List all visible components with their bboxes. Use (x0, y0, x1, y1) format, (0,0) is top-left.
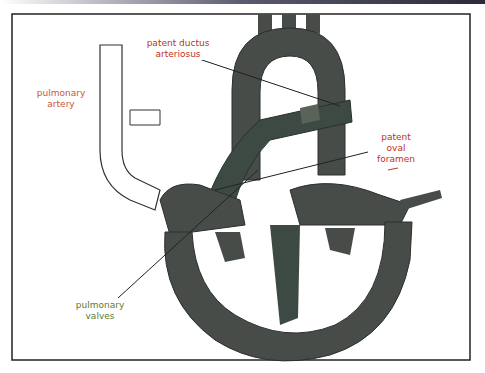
pulmonary-artery-tube (100, 45, 160, 210)
frame (12, 14, 470, 360)
septum (270, 225, 300, 325)
leader-line (118, 170, 258, 298)
part-label: pulmonary artery (34, 88, 88, 110)
valve-flap (325, 228, 355, 255)
left-atrium (290, 184, 410, 225)
part-label: pulmonary valves (74, 300, 126, 322)
leader-line (215, 152, 368, 190)
ductus (300, 104, 320, 124)
right-atrium (160, 184, 245, 235)
tick (388, 168, 398, 170)
part-label: patent oval foramen (370, 132, 422, 165)
part-label: patent ductus arteriosus (142, 38, 214, 60)
pulmonary-vein (400, 190, 442, 210)
ventricle-wall (165, 222, 412, 361)
top-bar (0, 0, 485, 4)
leader-line (196, 58, 340, 106)
valve-flap (215, 232, 245, 262)
vessel-branch (130, 110, 160, 125)
